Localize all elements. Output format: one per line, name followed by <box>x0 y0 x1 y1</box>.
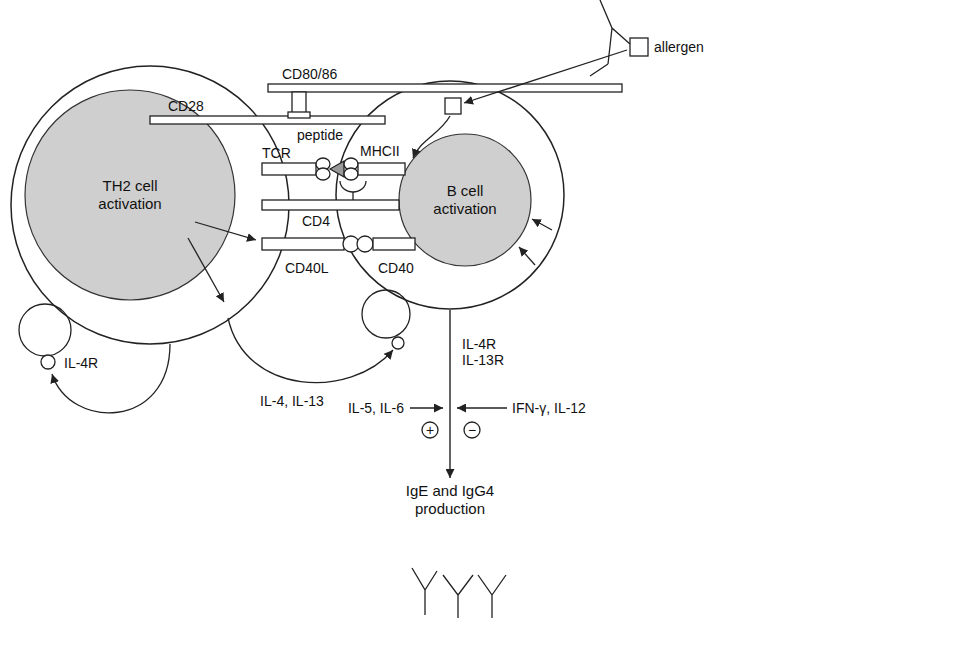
cytokine-arrow <box>457 407 507 408</box>
node-label: B cell activation <box>419 182 511 218</box>
part-label: CD40L <box>285 260 329 276</box>
sign-symbol: − <box>468 422 476 438</box>
label-box: allergen <box>654 39 704 55</box>
cd40l-bar <box>262 238 344 250</box>
cell-membrane <box>336 81 564 309</box>
cytokine-arrow <box>410 407 443 408</box>
autocrine-arrow <box>52 344 170 413</box>
cd80-bar <box>268 84 622 92</box>
receptor-head <box>392 337 404 349</box>
receptor-head <box>357 236 373 252</box>
sign-circle <box>422 422 438 438</box>
cd28-bar <box>150 116 385 124</box>
cd40-bar <box>373 238 415 250</box>
part-label: IL-4R IL-13R <box>462 336 514 368</box>
cytokine-arrow <box>228 318 393 383</box>
part-label: IL-4, IL-13 <box>260 393 324 409</box>
part-label: CD80/86 <box>282 66 337 82</box>
peptide-triangle <box>330 161 344 177</box>
part-label: MHCII <box>360 143 400 159</box>
label-box: CD40L <box>285 260 329 276</box>
cd4-cup <box>340 181 366 192</box>
tcr-bar <box>262 163 316 175</box>
signal-arrow <box>532 219 552 230</box>
label-box: MHCII <box>360 143 400 159</box>
presentation-arrow <box>413 116 450 158</box>
part-label: IL-5, IL-6 <box>348 400 404 416</box>
node-label-box: TH2 cell activation <box>75 177 185 213</box>
node-label: IgE and IgG4 production <box>385 482 515 518</box>
cd4-stalk <box>352 192 353 200</box>
part-label: TCR <box>262 145 291 161</box>
label-box: IL-4R IL-13R <box>462 336 514 368</box>
label-box: CD80/86 <box>282 66 337 82</box>
node-label-box: IgE and IgG4 production <box>385 482 515 518</box>
part-label: allergen <box>654 39 704 55</box>
cell-membrane <box>11 66 289 344</box>
part-label: peptide <box>297 127 343 143</box>
receptor-loop <box>362 290 410 338</box>
signal-arrow <box>188 238 224 302</box>
mhc-bar <box>358 163 405 175</box>
receptor-loop <box>19 304 71 356</box>
part-label: IL-4R <box>64 355 98 371</box>
part-label: CD28 <box>168 98 204 114</box>
label-box: IL-5, IL-6 <box>348 400 404 416</box>
signal-arrow <box>195 222 256 240</box>
sign-circle <box>464 422 480 438</box>
connector-arrow <box>449 310 450 478</box>
antibody-symbol <box>412 568 437 615</box>
receptor-head <box>41 355 55 369</box>
label-box: IFN-γ, IL-12 <box>512 400 586 416</box>
receptor-head <box>316 168 330 180</box>
label-box: + <box>426 422 434 438</box>
part-label: CD4 <box>302 213 330 229</box>
allergen-square <box>445 98 461 114</box>
label-box: CD40 <box>378 260 414 276</box>
label-box: IL-4R <box>64 355 98 371</box>
product-node: IgE and IgG4 production <box>385 482 515 518</box>
antibody-symbol <box>590 0 630 76</box>
node-label: TH2 cell activation <box>75 177 185 213</box>
label-box: IL-4, IL-13 <box>260 393 324 409</box>
part-label: CD40 <box>378 260 414 276</box>
label-box: peptide <box>297 127 343 143</box>
part-label: IFN-γ, IL-12 <box>512 400 586 416</box>
sign-symbol: + <box>426 422 434 438</box>
uptake-arrow <box>464 50 627 103</box>
costim-link <box>288 112 310 118</box>
antibody-symbol <box>443 575 473 618</box>
receptor-head <box>344 168 358 180</box>
label-box: TCR <box>262 145 291 161</box>
signal-arrow <box>519 247 535 265</box>
label-box: CD4 <box>302 213 330 229</box>
antibody-symbol <box>478 575 506 618</box>
label-box: CD28 <box>168 98 204 114</box>
node-label-box: B cell activation <box>419 182 511 218</box>
cell: TH2 cell activation <box>10 65 290 345</box>
nucleus-region <box>399 134 531 266</box>
label-box: − <box>468 422 476 438</box>
cd4-bar <box>262 200 399 210</box>
allergen-square <box>630 38 648 56</box>
